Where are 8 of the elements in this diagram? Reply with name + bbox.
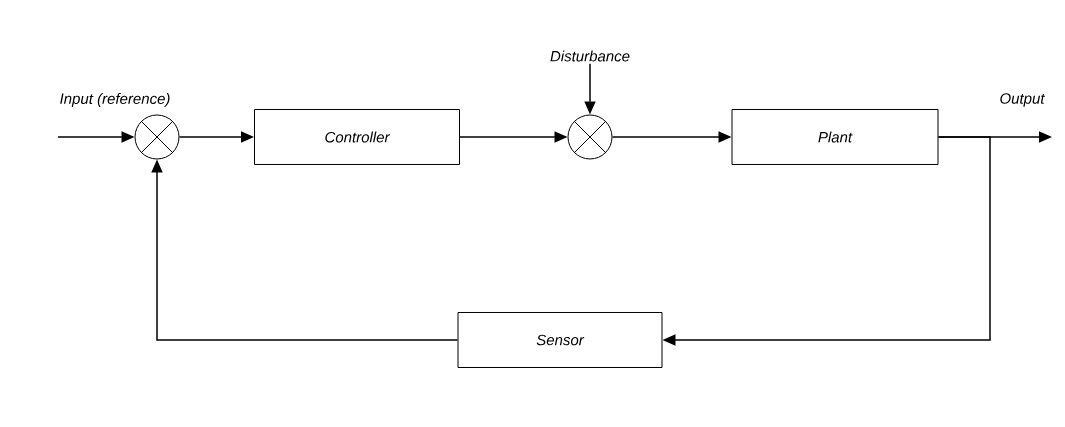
block-box: Plant	[731, 109, 939, 165]
block-box: Controller	[254, 109, 460, 165]
summing-junction	[134, 114, 180, 160]
signal-label: Input (reference)	[60, 93, 170, 107]
signal-label: Output	[1000, 93, 1046, 107]
block-box: Sensor	[457, 312, 663, 368]
signal-label: Disturbance	[550, 50, 630, 62]
summing-junction	[567, 114, 613, 160]
